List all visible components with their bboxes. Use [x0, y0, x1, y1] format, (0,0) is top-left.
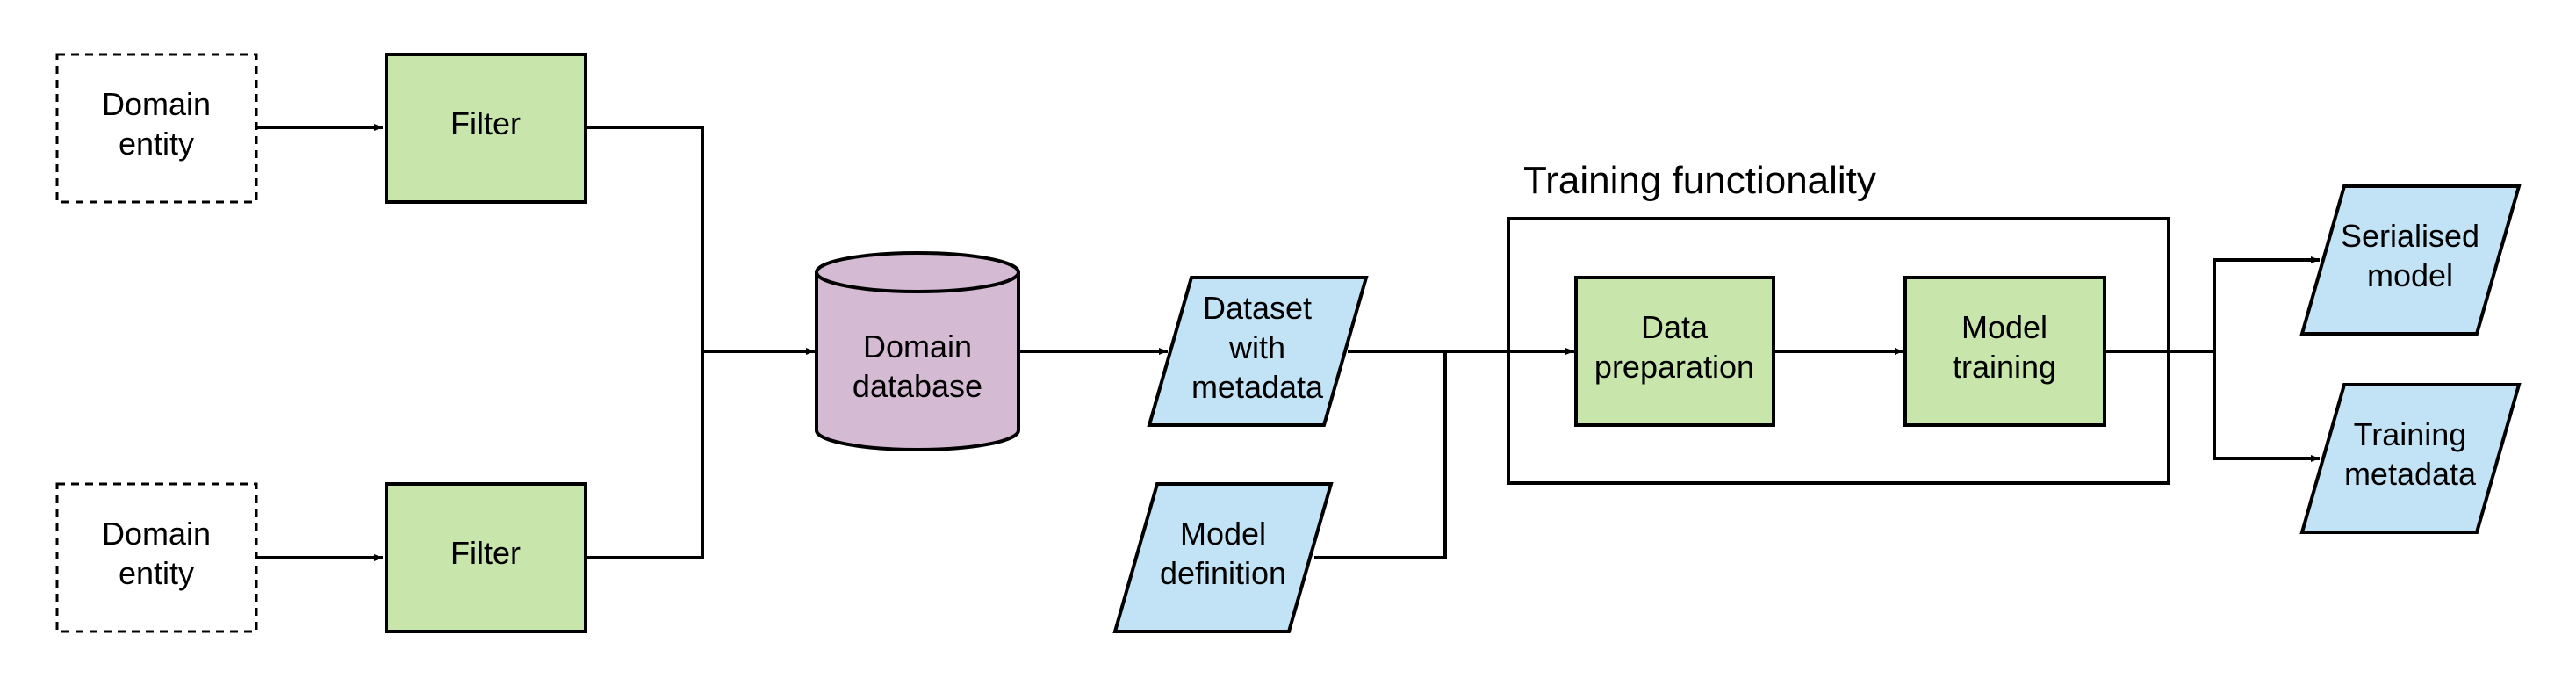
domain-entity-bottom-label-line1: Domain	[102, 516, 211, 552]
training-functionality-title: Training functionality	[1523, 159, 1876, 202]
edge-split-to-serialised-model	[2213, 256, 2320, 351]
training-metadata[interactable]: Training metadata	[2299, 383, 2522, 534]
serialised-model[interactable]: Serialised model	[2299, 184, 2522, 336]
training-metadata-label-line2: metadata	[2344, 456, 2477, 492]
domain-entity-top-label-line2: entity	[119, 126, 194, 162]
model-training-label-line1: Model	[1961, 309, 2047, 345]
filter-bottom[interactable]: Filter	[385, 482, 587, 633]
dataset-shape	[1147, 276, 1369, 427]
domain-entity-top-shape	[55, 53, 258, 204]
filter-top[interactable]: Filter	[385, 53, 587, 204]
data-preparation-label-line1: Data	[1641, 309, 1709, 345]
domain-entity-top-label-line1: Domain	[102, 86, 211, 122]
dataset-label-line3: metadata	[1191, 369, 1324, 405]
data-preparation-shape	[1574, 276, 1775, 427]
dataset-label-line2: with	[1228, 329, 1285, 365]
filter-top-shape	[385, 53, 587, 204]
connectors	[256, 124, 2320, 561]
domain-entity-bottom[interactable]: Domain entity	[55, 482, 258, 633]
dataset-with-metadata[interactable]: Dataset with metadata	[1147, 276, 1369, 427]
dataset-label-line1: Dataset	[1203, 290, 1312, 326]
database-cylinder-top	[815, 251, 1020, 293]
database-cylinder-body	[815, 271, 1020, 451]
model-training-label-line2: training	[1953, 349, 2056, 385]
training-metadata-shape	[2299, 383, 2522, 534]
edge-filter-top-to-junction	[586, 126, 704, 351]
model-definition[interactable]: Model definition	[1112, 482, 1334, 633]
model-training-shape	[1903, 276, 2106, 427]
filter-top-label: Filter	[450, 105, 521, 141]
training-functionality-frame	[1507, 217, 2170, 485]
edge-split-to-training-metadata	[2213, 351, 2320, 462]
serialised-model-label-line2: model	[2367, 257, 2453, 293]
domain-database-label-line1: Domain	[863, 328, 972, 365]
model-training[interactable]: Model training	[1903, 276, 2106, 427]
edge-filter-bottom-to-junction	[586, 351, 704, 559]
data-preparation-label-line2: preparation	[1594, 349, 1754, 385]
domain-entity-top[interactable]: Domain entity	[55, 53, 258, 204]
domain-entity-bottom-label-line2: entity	[119, 555, 194, 591]
training-functionality-group: Training functionality Data preparation …	[1507, 159, 2170, 485]
domain-entity-bottom-shape	[55, 482, 258, 633]
model-definition-label-line1: Model	[1180, 516, 1266, 552]
model-definition-shape	[1112, 482, 1334, 633]
edge-model-definition-to-junction	[1314, 351, 1447, 559]
filter-bottom-shape	[385, 482, 587, 633]
domain-database-label-line2: database	[853, 368, 982, 404]
filter-bottom-label: Filter	[450, 535, 521, 571]
domain-database[interactable]: Domain database	[815, 251, 1020, 451]
serialised-model-shape	[2299, 184, 2522, 336]
training-metadata-label-line1: Training	[2354, 416, 2467, 452]
serialised-model-label-line1: Serialised	[2341, 218, 2479, 254]
model-definition-label-line2: definition	[1160, 555, 1286, 591]
data-preparation[interactable]: Data preparation	[1574, 276, 1775, 427]
